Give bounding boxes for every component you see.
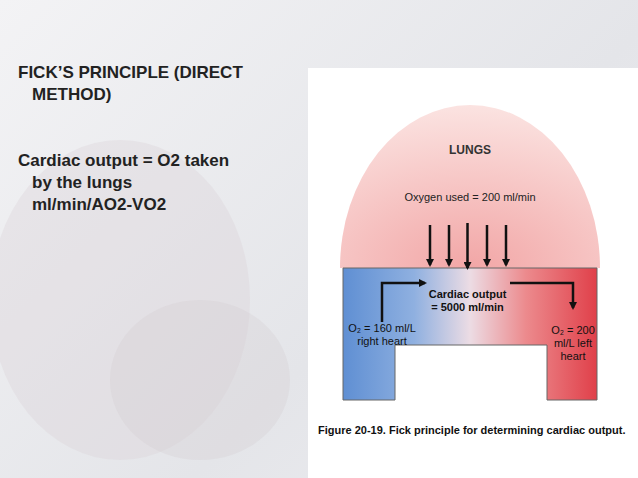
figure-caption: Figure 20-19. Fick principle for determi… xyxy=(318,424,628,436)
right-heart-node: O₂ = 160 ml/L right heart xyxy=(346,322,418,388)
node-text: O₂ = 160 ml/L right heart xyxy=(346,322,418,348)
figure-panel xyxy=(308,68,638,478)
node-text: Oxygen used = 200 ml/min xyxy=(404,191,535,204)
lungs-dome xyxy=(340,105,600,268)
left-heart-node: O₂ = 200 ml/L left heart xyxy=(545,308,601,388)
cardiac-output-node: Cardiac output = 5000 ml/min xyxy=(425,268,510,335)
slide-title: FICK’S PRINCIPLE (DIRECT METHOD) xyxy=(18,62,302,106)
lungs-node: LUNGS Oxygen used = 200 ml/min xyxy=(360,130,580,223)
formula-text: Cardiac output = O2 taken by the lungs m… xyxy=(18,150,232,216)
flow-arrow xyxy=(510,283,573,308)
node-text: LUNGS xyxy=(449,144,491,157)
node-text: Cardiac output = 5000 ml/min xyxy=(425,288,510,314)
flow-arrow xyxy=(466,223,469,268)
oxygen-arrows xyxy=(430,225,506,265)
flow-arrow xyxy=(382,283,425,322)
faint-heart xyxy=(110,300,290,460)
node-text: O₂ = 200 ml/L left heart xyxy=(545,324,601,363)
